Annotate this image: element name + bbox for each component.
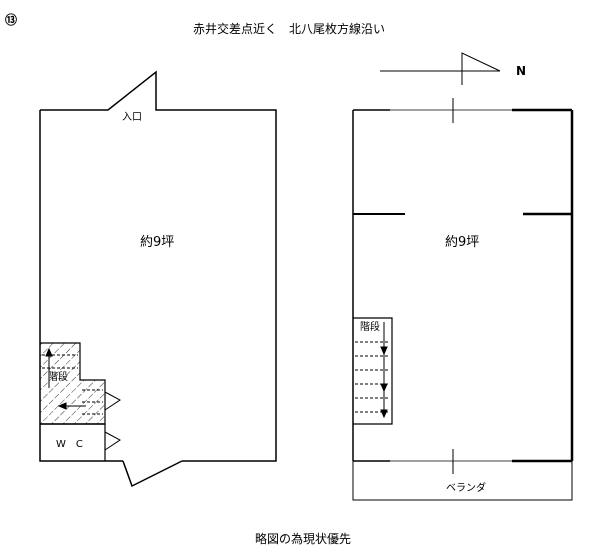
stairs-door-swing — [104, 391, 121, 411]
right-stairs-block — [353, 317, 393, 425]
right-floor-outline — [352, 98, 574, 474]
north-arrow-icon — [380, 52, 501, 85]
footer-note: 略図の為現状優先 — [255, 531, 351, 546]
wc-room-outline — [40, 423, 106, 461]
right-stairs-label: 階段 — [360, 320, 380, 333]
stairs-left-arrow-icon — [57, 402, 86, 410]
right-area-label: 約9坪 — [445, 235, 479, 250]
veranda-outline — [352, 461, 573, 501]
veranda-label: ベランダ — [446, 481, 486, 494]
stairs-down-arrow-icon — [380, 322, 388, 419]
left-floor-outline — [39, 70, 277, 488]
left-entrance-label: 入口 — [122, 112, 142, 123]
left-stairs-label: 階段 — [48, 370, 68, 383]
north-label: N — [516, 64, 526, 78]
wc-door-swing — [104, 431, 121, 451]
left-area-label: 約9坪 — [140, 235, 174, 250]
listing-number-badge: ⑬ — [5, 12, 17, 27]
location-title: 赤井交差点近く 北八尾枚方線沿い — [193, 21, 385, 36]
left-wc-label: W C — [56, 439, 83, 450]
stairs-up-arrow-icon — [45, 347, 53, 388]
